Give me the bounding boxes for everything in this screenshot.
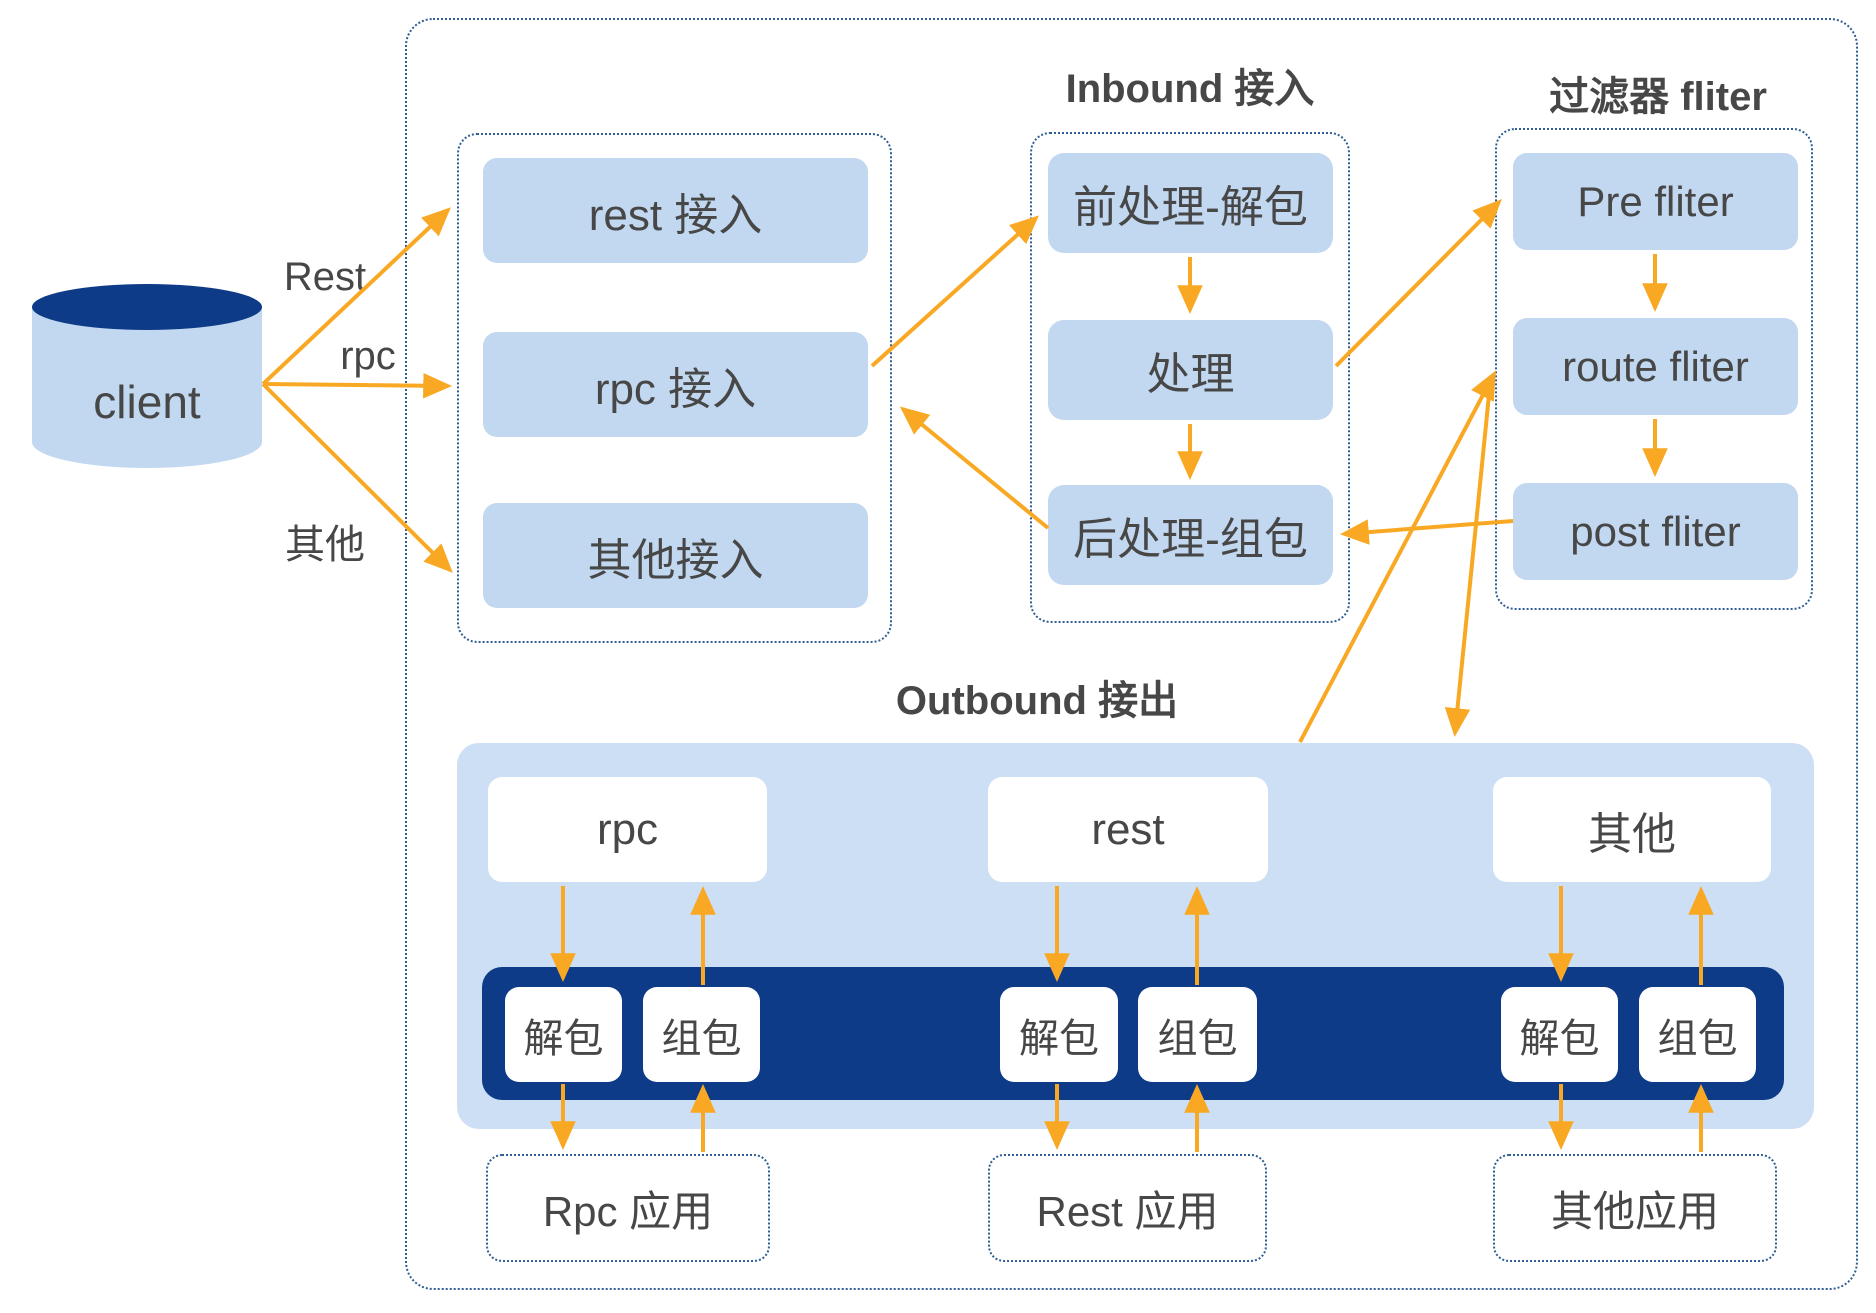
filter-box-route: route fliter: [1513, 318, 1798, 415]
client-label: client: [93, 376, 201, 428]
client-link-label-rest: Rest: [283, 255, 367, 299]
outbound-box-rpc: rpc: [488, 777, 767, 882]
access-box-other: 其他接入: [483, 503, 868, 608]
outbound-title: Outbound 接出: [895, 679, 1179, 723]
outbound-rpc-unpack-box: 解包: [505, 987, 622, 1082]
outbound-box-rest: rest: [988, 777, 1268, 882]
filter-box-post: post fliter: [1513, 483, 1798, 580]
client-link-label-rpc: rpc: [340, 334, 396, 378]
outbound-other-pack-box: 组包: [1639, 987, 1756, 1082]
outbound-rpc-pack-box: 组包: [643, 987, 760, 1082]
outbound-other-unpack-box: 解包: [1501, 987, 1618, 1082]
app-box-rest: Rest 应用: [988, 1154, 1267, 1262]
access-group-container: [457, 133, 892, 643]
app-box-rpc: Rpc 应用: [486, 1154, 770, 1262]
inbound-box-pre-unpack: 前处理-解包: [1048, 153, 1333, 253]
client-link-label-other: 其他: [285, 523, 365, 567]
access-box-rest: rest 接入: [483, 158, 868, 263]
gateway-outer-container: [405, 18, 1858, 1290]
outbound-box-other: 其他: [1493, 777, 1771, 882]
access-box-rpc: rpc 接入: [483, 332, 868, 437]
filter-title: 过滤器 fliter: [1549, 75, 1767, 119]
client-cylinder-top: [32, 284, 262, 330]
client-cylinder-body: [32, 307, 262, 468]
inbound-box-process: 处理: [1048, 320, 1333, 420]
filter-box-pre: Pre fliter: [1513, 153, 1798, 250]
outbound-rest-pack-box: 组包: [1138, 987, 1257, 1082]
outbound-rest-unpack-box: 解包: [1000, 987, 1118, 1082]
inbound-title: Inbound 接入: [1065, 67, 1315, 111]
app-box-other: 其他应用: [1493, 1154, 1777, 1262]
filter-group-container: [1495, 128, 1813, 610]
inbound-box-post-pack: 后处理-组包: [1048, 485, 1333, 585]
